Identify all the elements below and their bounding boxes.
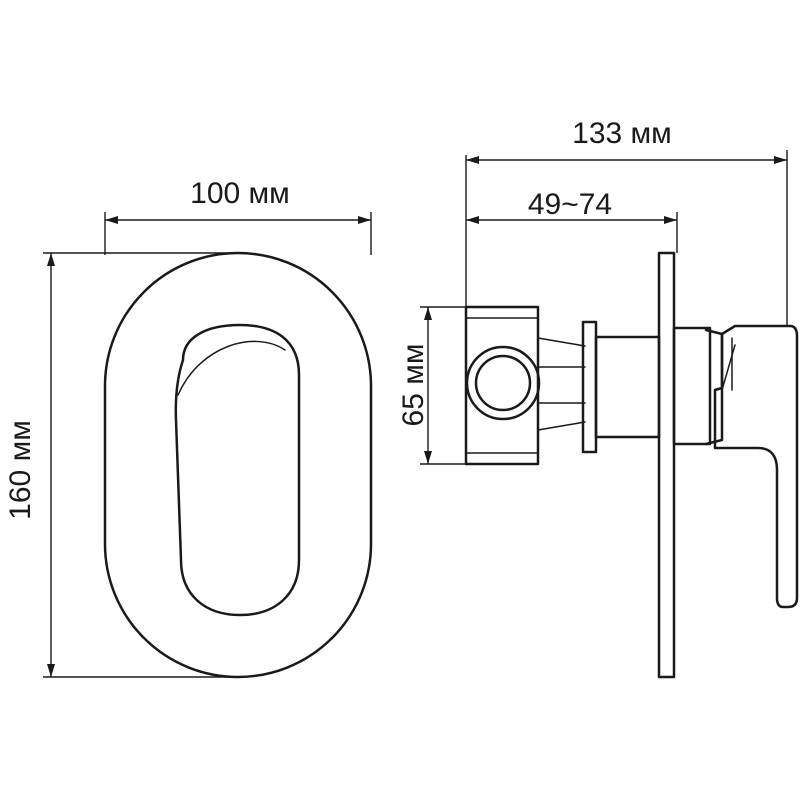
front-handle-highlight — [177, 340, 286, 396]
side-outlet-inner-circle — [474, 354, 532, 412]
side-outlet-outer-circle — [465, 345, 541, 421]
side-install-depth-arrow-left — [466, 216, 479, 224]
front-handle-outline — [174, 323, 301, 617]
side-total-depth-arrow-left — [466, 156, 479, 164]
front-height-arrow-top — [47, 253, 55, 266]
side-cartridge-cylinder — [594, 335, 661, 439]
front-height-arrow-bottom — [47, 664, 55, 677]
side-body-height-label: 65 мм — [397, 344, 430, 427]
side-handle-base — [672, 326, 712, 446]
side-install-depth-label: 49~74 — [528, 188, 612, 221]
side-neck-line-1 — [537, 337, 586, 347]
side-lever-handle — [713, 324, 799, 609]
front-plate-outline — [103, 251, 373, 679]
front-view: 100 мм 160 мм — [4, 177, 373, 679]
side-total-depth-label: 133 мм — [572, 117, 672, 150]
side-lever-inner-line-2 — [721, 344, 736, 391]
front-height-label: 160 мм — [4, 420, 37, 520]
side-install-depth-arrow-right — [664, 216, 677, 224]
side-body-height-arrow-bottom — [424, 451, 432, 464]
front-width-arrow-left — [105, 216, 118, 224]
side-view: 133 мм 49~74 65 мм — [397, 117, 799, 679]
side-neck-line-4 — [537, 421, 586, 431]
side-wall-plate — [657, 251, 676, 679]
side-body-height-arrow-top — [424, 307, 432, 320]
side-flange — [581, 320, 598, 454]
side-total-depth-arrow-right — [774, 156, 787, 164]
front-width-label: 100 мм — [190, 177, 290, 210]
front-width-arrow-right — [358, 216, 371, 224]
